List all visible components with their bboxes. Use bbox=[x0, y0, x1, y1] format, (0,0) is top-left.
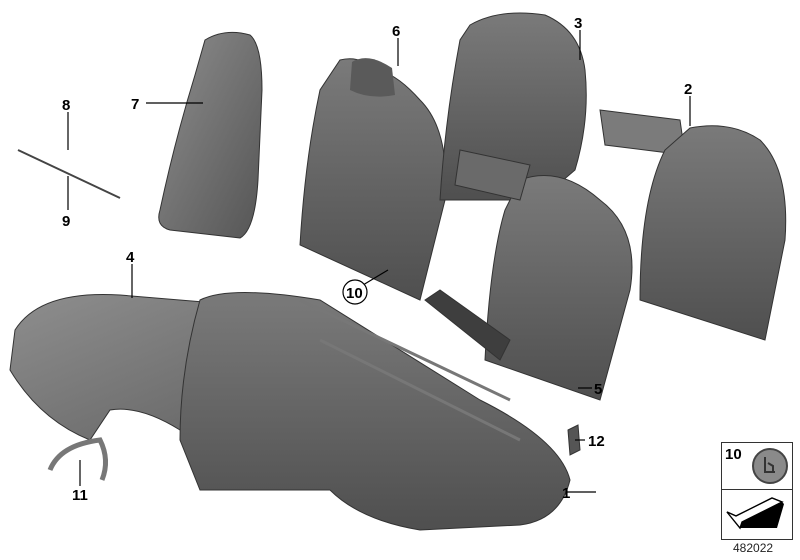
part-7-side-panel[interactable] bbox=[158, 31, 263, 239]
part-8-9-wire[interactable] bbox=[17, 149, 121, 199]
callout-12[interactable]: 12 bbox=[588, 433, 605, 450]
callout-6[interactable]: 6 bbox=[392, 23, 400, 40]
callout-5[interactable]: 5 bbox=[594, 381, 602, 398]
part-6-headrest bbox=[350, 58, 395, 97]
legend-number: 10 bbox=[725, 446, 742, 463]
callout-11[interactable]: 11 bbox=[72, 487, 88, 504]
callout-9[interactable]: 9 bbox=[62, 213, 70, 230]
part-2-backrest[interactable] bbox=[639, 125, 787, 341]
callout-1[interactable]: 1 bbox=[562, 485, 570, 502]
callout-10-circle bbox=[342, 279, 368, 305]
callout-10[interactable]: 10 bbox=[346, 285, 363, 302]
callout-8[interactable]: 8 bbox=[62, 97, 70, 114]
diagram-id: 482022 bbox=[733, 541, 774, 555]
leader-lines bbox=[67, 30, 691, 493]
part-5-side-trim bbox=[424, 289, 511, 361]
legend-item-10[interactable]: 10 bbox=[722, 443, 792, 490]
part-1-frame bbox=[299, 298, 521, 442]
part-1-seat-cushion[interactable] bbox=[179, 292, 571, 531]
callout-4[interactable]: 4 bbox=[126, 249, 135, 266]
part-11-trim[interactable] bbox=[47, 437, 108, 481]
part-12-bracket[interactable] bbox=[567, 424, 581, 456]
legend-box: 10 bbox=[721, 442, 793, 540]
part-5-armrest bbox=[454, 149, 531, 201]
callout-3[interactable]: 3 bbox=[574, 15, 582, 32]
callout-2[interactable]: 2 bbox=[684, 81, 692, 98]
arrow-down-left-icon bbox=[726, 497, 784, 530]
seat-occupancy-badge-icon bbox=[752, 448, 788, 484]
part-5-backrest[interactable] bbox=[484, 175, 633, 401]
callout-7[interactable]: 7 bbox=[131, 96, 139, 113]
